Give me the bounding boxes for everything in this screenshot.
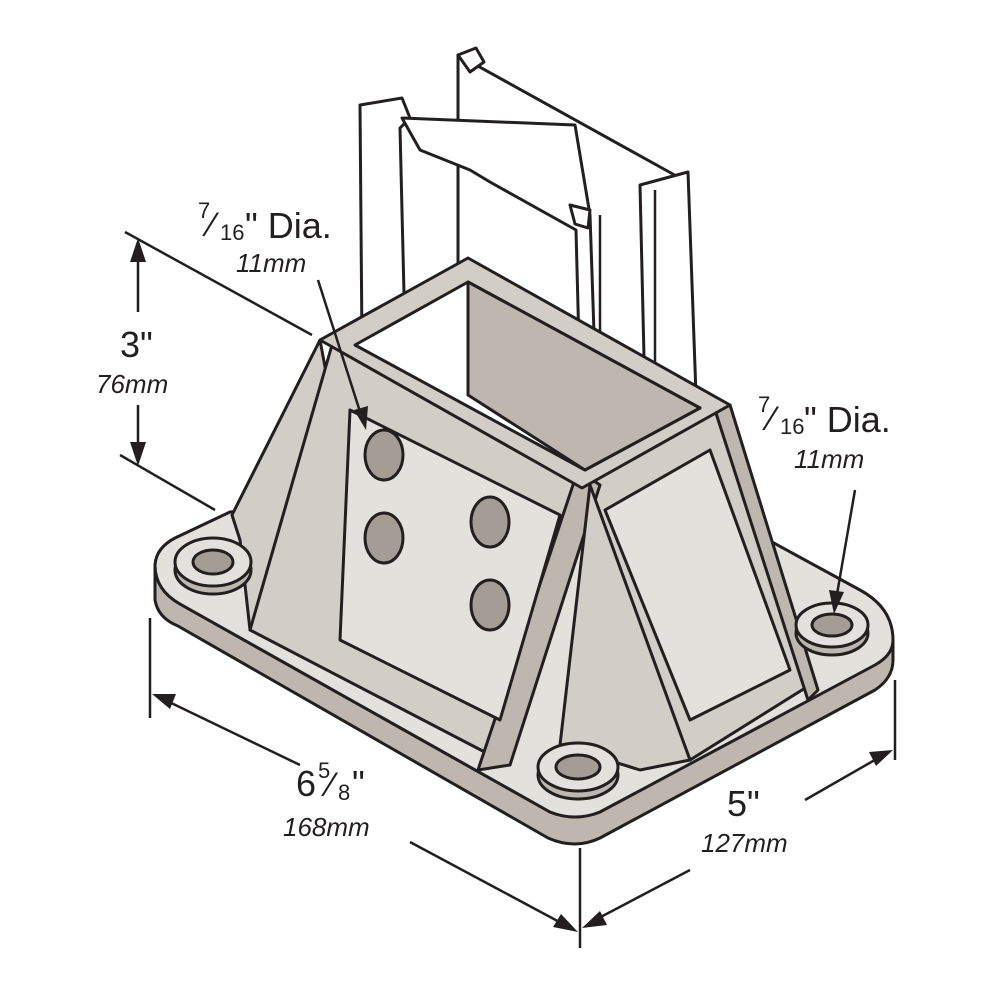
label-hole-left: 7 ⁄ 16 " Dia. 11mm: [198, 198, 332, 278]
length-whole: 6: [296, 763, 316, 804]
hole-left-fraction-num: 7: [198, 198, 210, 223]
face-hole: [363, 428, 405, 482]
length-unit: ": [352, 763, 365, 804]
label-hole-right: 7 ⁄ 16 " Dia. 11mm: [758, 392, 891, 474]
height-mm: 76mm: [96, 369, 168, 399]
hole-left-mm: 11mm: [236, 248, 306, 278]
length-fraction-num: 5: [318, 758, 330, 783]
arrow-left-icon: [152, 694, 176, 709]
face-hole: [363, 511, 405, 565]
label-length: 6 5 ⁄ 8 " 168mm: [283, 758, 370, 842]
width-mm: 127mm: [701, 828, 788, 858]
width-inches: 5": [727, 783, 760, 824]
hole-right-fraction-den: 16: [780, 414, 804, 439]
mounting-hole-left: [173, 536, 253, 596]
leader-arrow-icon: [829, 590, 844, 614]
mounting-hole-right: [794, 601, 870, 657]
length-fraction-den: 8: [338, 780, 350, 805]
socket-body: [230, 256, 820, 772]
arrow-right-icon: [553, 914, 578, 932]
strut-channel: [358, 46, 698, 462]
hole-left-fraction-den: 16: [220, 220, 244, 245]
face-holes: [363, 428, 511, 632]
hole-right-fraction-num: 7: [758, 392, 770, 417]
dimension-lines: [119, 230, 897, 948]
arrow-right-icon: [869, 750, 893, 766]
hole-left-suffix: " Dia.: [245, 205, 332, 246]
leader-arrow-icon: [354, 406, 368, 430]
hole-right-suffix: " Dia.: [804, 399, 891, 440]
length-mm: 168mm: [283, 812, 370, 842]
face-hole: [469, 495, 511, 549]
face-hole: [469, 578, 511, 632]
arrow-up-icon: [130, 238, 146, 262]
height-inches: 3": [120, 324, 153, 365]
arrow-left-icon: [582, 911, 607, 928]
mounting-hole-front: [536, 741, 620, 801]
mounting-holes: [173, 536, 870, 801]
arrow-down-icon: [130, 442, 146, 466]
label-width: 5" 127mm: [701, 783, 788, 858]
hole-right-mm: 11mm: [794, 444, 864, 474]
label-height: 3" 76mm: [96, 324, 168, 399]
